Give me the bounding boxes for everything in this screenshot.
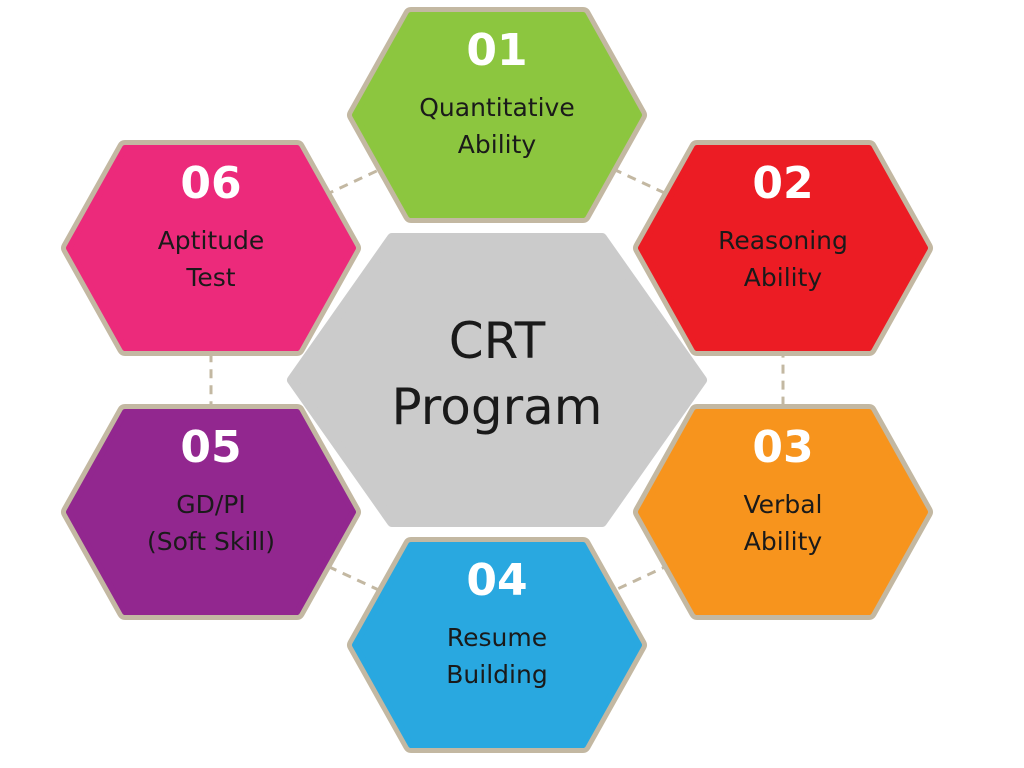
- item-label-line2: Ability: [744, 527, 823, 556]
- item-label-line2: Ability: [458, 130, 537, 159]
- item-number: 05: [180, 422, 241, 473]
- item-number: 04: [466, 555, 527, 606]
- center-title-line1: CRT: [449, 312, 546, 370]
- item-label-line2: (Soft Skill): [147, 527, 275, 556]
- item-number: 01: [466, 25, 527, 76]
- item-label-line1: Verbal: [744, 490, 823, 519]
- hexagon-fill: [352, 12, 642, 218]
- item-label-line2: Ability: [744, 263, 823, 292]
- item-number: 03: [752, 422, 813, 473]
- item-number: 06: [180, 158, 241, 209]
- item-label-line1: GD/PI: [176, 490, 246, 519]
- hexagon-fill: [352, 542, 642, 748]
- hexagon-fill: [66, 145, 356, 351]
- item-label-line1: Quantitative: [419, 93, 574, 122]
- item-label-line2: Test: [185, 263, 235, 292]
- item-label-line1: Reasoning: [718, 226, 848, 255]
- hexagon-fill: [638, 145, 928, 351]
- item-label-line1: Resume: [447, 623, 547, 652]
- item-label-line2: Building: [446, 660, 547, 689]
- center-title-line2: Program: [392, 378, 603, 436]
- hexagon-fill: [638, 409, 928, 615]
- hexagon-fill: [66, 409, 356, 615]
- item-label-line1: Aptitude: [158, 226, 265, 255]
- center-hexagon: CRT Program: [287, 233, 707, 527]
- item-number: 02: [752, 158, 813, 209]
